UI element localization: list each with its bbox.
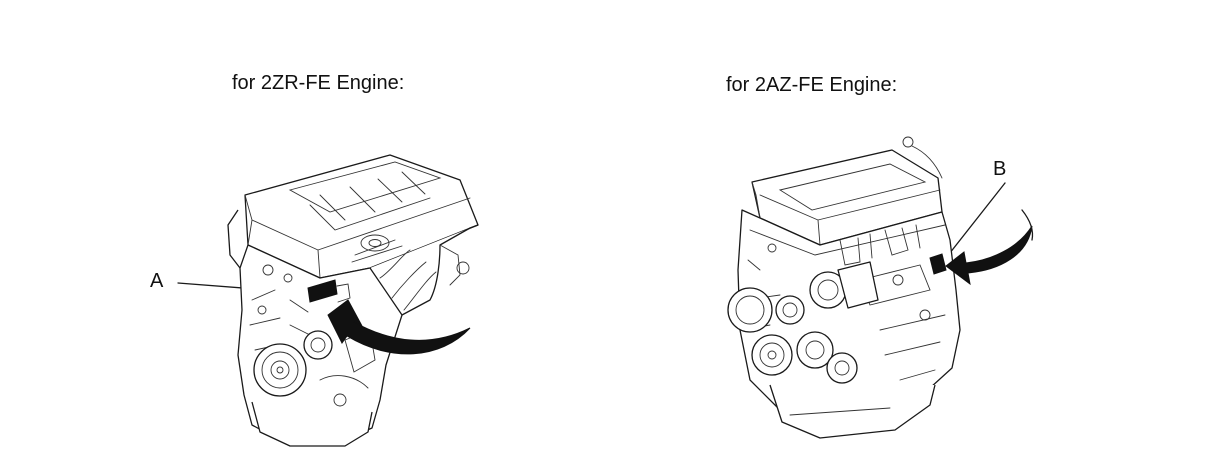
sensor-a-block (307, 279, 338, 303)
callout-label-a: A (150, 270, 164, 292)
oil-pan (251, 401, 373, 447)
callout-label-b: B (993, 158, 1007, 180)
pulley-left (727, 287, 773, 333)
caption-2az-fe-engine: for 2AZ-FE Engine: (726, 74, 898, 96)
arrow-b-tail (1021, 209, 1034, 241)
pointer-arrow-b (945, 225, 1033, 286)
engine-2az-fe-drawing (727, 136, 1034, 439)
engine-2zr-fe-drawing (177, 154, 479, 447)
pointer-arrow-a (327, 299, 471, 355)
oil-pan (769, 384, 936, 439)
sensor-b-block (929, 253, 947, 275)
leader-line-b (941, 182, 1006, 264)
caption-2zr-fe-engine: for 2ZR-FE Engine: (232, 72, 405, 94)
engine-block (737, 209, 961, 421)
crank-pulley (751, 334, 793, 376)
